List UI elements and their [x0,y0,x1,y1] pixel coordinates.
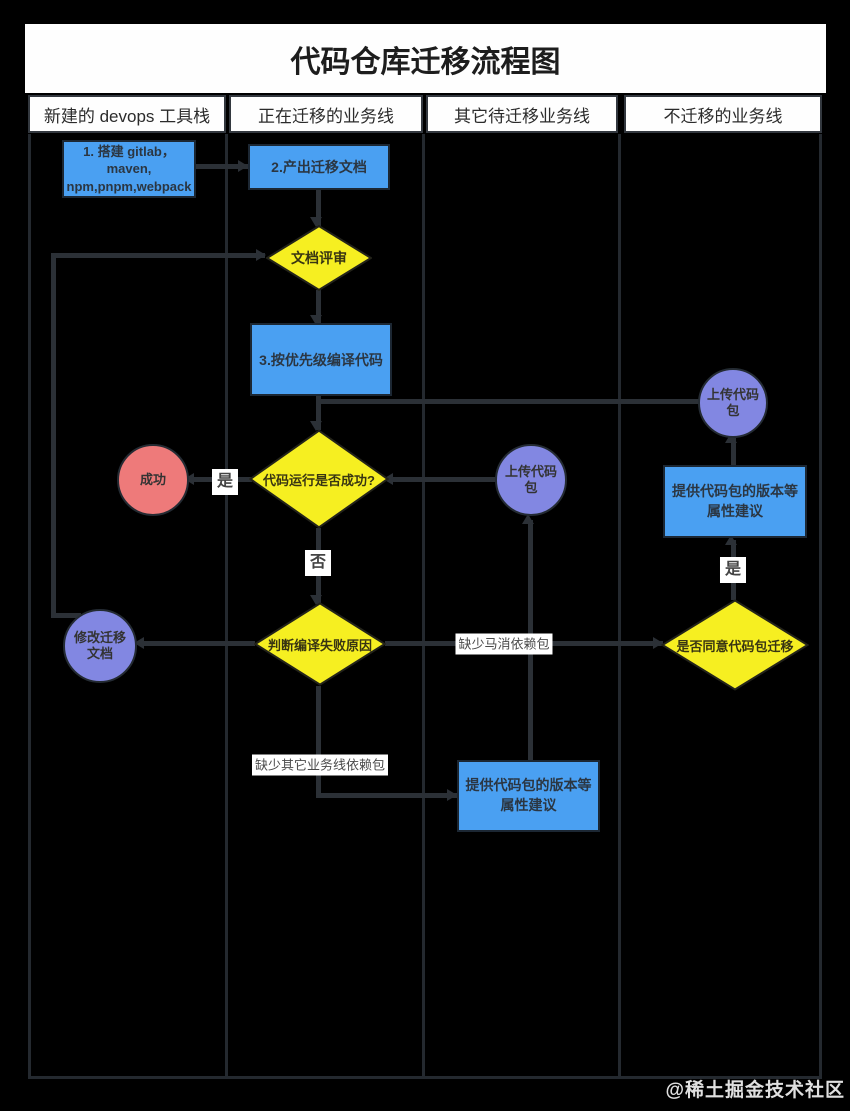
arrowhead [447,789,457,801]
edge-setup-to-producedoc [196,164,248,169]
node-upload-package-waiting: 上传代码包 [495,444,567,516]
edge-modifydoc-to-docreview-top [53,253,265,258]
arrowhead [310,217,322,227]
lane-header-migrating-lines: 正在迁移的业务线 [229,95,423,133]
decision-label: 文档评审 [291,250,347,266]
lane-border [225,134,228,1079]
edge-modifydoc-to-docreview-elbow [51,613,81,618]
edge-label-run-no: 否 [304,550,332,576]
node-suggest-version-waiting: 提供代码包的版本等属性建议 [457,760,600,832]
arrowhead [310,595,322,605]
node-success-terminal: 成功 [117,444,189,516]
decision-doc-review: 文档评审 [266,225,372,291]
juejin-watermark: @稀土掘金技术社区 [665,1080,845,1101]
arrowhead [725,535,737,545]
node-produce-migration-doc: 2.产出迁移文档 [248,144,390,190]
edge-label-missing-maxiao-dep: 缺少马消依赖包 [455,633,553,655]
node-suggest-version-nomigrate: 提供代码包的版本等属性建议 [663,465,807,538]
diamond-shape [254,602,386,686]
arrowhead [522,514,534,524]
edge-label-agree-yes: 是 [719,557,747,583]
edge-producedoc-to-docreview [316,190,321,226]
arrowhead [653,637,663,649]
lane-border [618,134,621,1079]
decision-label: 判断编译失败原因 [267,637,372,653]
edge-suggest4-to-upload4 [731,438,736,465]
arrowhead [310,421,322,431]
arrowhead [256,249,266,261]
node-setup-toolchain: 1. 搭建 gitlab，maven, npm,pnpm,webpack [62,140,196,198]
lane-border-bottom [28,1076,822,1079]
lane-border [422,134,425,1079]
node-compile-by-priority: 3.按优先级编译代码 [250,323,392,396]
decision-agree-migrate: 是否同意代码包迁移 [661,599,809,691]
edge-uploadpkg3-to-runq [389,477,497,482]
edge-label-run-yes: 是 [211,469,239,495]
lane-border [28,134,31,1079]
diamond-shape [266,225,372,291]
lane-header-devops-toolchain: 新建的 devops 工具栈 [28,95,226,133]
arrowhead [184,473,194,485]
edge-uploadpkg4-to-runq [316,399,700,404]
lane-border [819,134,822,1079]
decision-label: 是否同意代码包迁移 [676,638,794,654]
edge-compile-to-runq [316,396,321,430]
node-modify-migration-doc: 修改迁移文档 [63,609,137,683]
edge-docreview-to-compile [316,290,321,324]
arrowhead [134,637,144,649]
lane-header-nonmigrating-lines: 不迁移的业务线 [624,95,822,133]
edge-judge-down [316,686,321,798]
diamond-shape [249,429,389,529]
edge-modifydoc-to-docreview-left [51,253,56,618]
edge-judge-to-suggest3 [316,793,457,798]
decision-run-success: 代码运行是否成功? [249,429,389,529]
decision-label: 代码运行是否成功? [263,472,375,488]
arrowhead [238,160,248,172]
edge-judge-to-modifydoc [140,641,255,646]
page-title: 代码仓库迁移流程图 [25,24,826,93]
lane-header-waiting-lines: 其它待迁移业务线 [426,95,618,133]
decision-judge-fail-reason: 判断编译失败原因 [254,602,386,686]
node-upload-package-nomigrate: 上传代码包 [698,368,768,438]
arrowhead [725,433,737,443]
edge-label-missing-other-line-dep: 缺少其它业务线依赖包 [251,754,389,776]
arrowhead [310,315,322,325]
diamond-shape [661,599,809,691]
